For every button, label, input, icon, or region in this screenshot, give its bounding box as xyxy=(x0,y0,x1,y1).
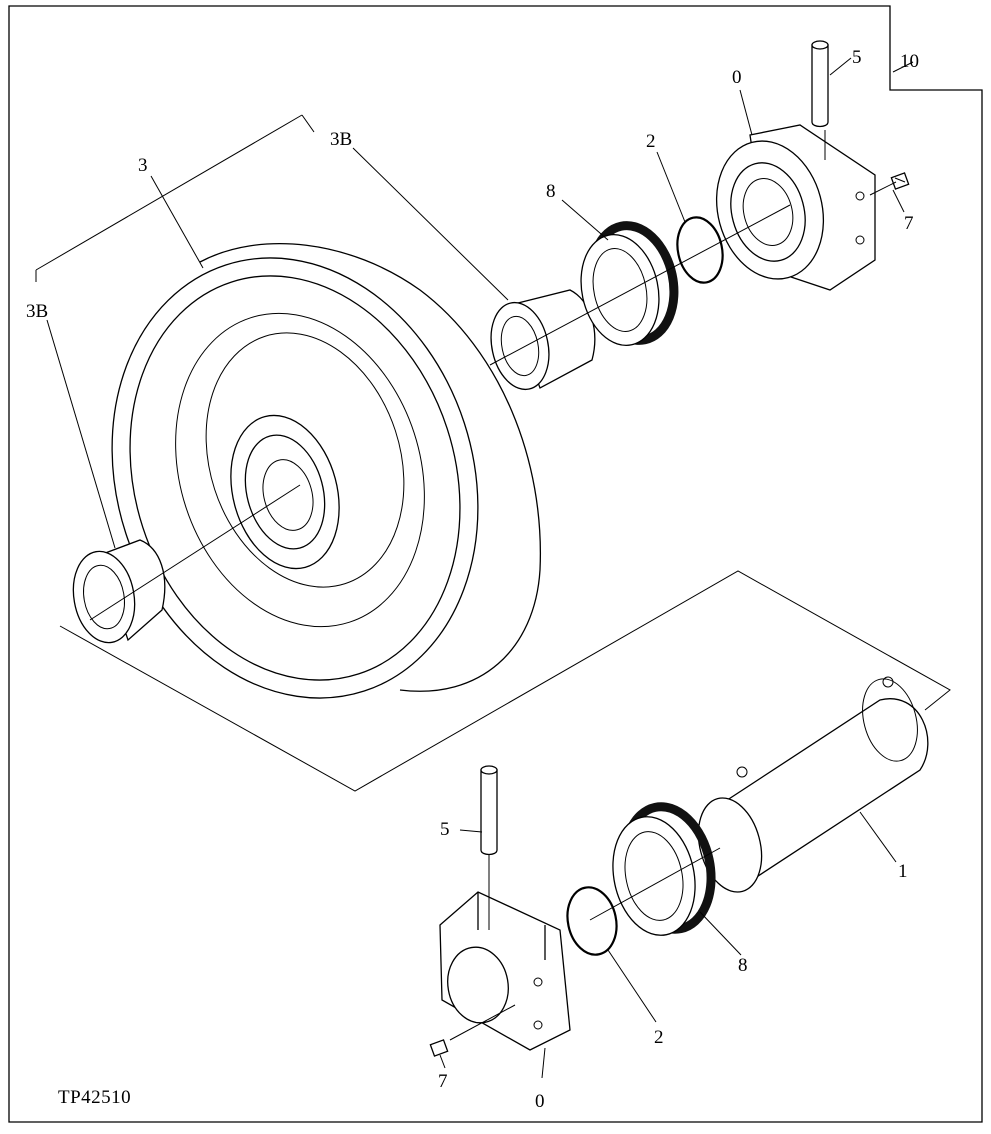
set-screw-lower xyxy=(429,1039,449,1057)
pin-lower xyxy=(480,765,498,856)
frame-border xyxy=(8,5,983,1123)
bracket-block-upper xyxy=(715,124,876,291)
assembly-outline xyxy=(59,570,951,792)
callout-7-upper: 7 xyxy=(904,213,914,234)
callout-0-upper: 0 xyxy=(732,67,742,88)
figure-id: TP42510 xyxy=(58,1087,132,1108)
callout-8-upper: 8 xyxy=(546,181,556,202)
callout-10: 10 xyxy=(900,51,919,72)
pin-upper xyxy=(811,40,829,128)
bracket-3b xyxy=(35,114,315,282)
callout-5-lower: 5 xyxy=(440,819,450,840)
o-ring-upper xyxy=(676,216,724,284)
assembly-axis-lines xyxy=(89,130,897,1041)
o-ring-lower xyxy=(566,886,618,956)
leader-lines xyxy=(46,57,914,1079)
callout-2-upper: 2 xyxy=(646,131,656,152)
shaft xyxy=(697,676,929,893)
callout-8-lower: 8 xyxy=(738,955,748,976)
bushing-left xyxy=(72,539,166,644)
callout-1: 1 xyxy=(898,861,908,882)
bushing-right xyxy=(490,289,596,391)
callout-3: 3 xyxy=(138,155,148,176)
callout-0-lower: 0 xyxy=(535,1091,545,1112)
seal-upper xyxy=(580,221,679,346)
bracket-block-lower xyxy=(439,891,571,1051)
callout-7-lower: 7 xyxy=(438,1071,448,1092)
set-screw-upper xyxy=(890,172,910,190)
callout-2-lower: 2 xyxy=(654,1027,664,1048)
seal-lower xyxy=(612,802,716,936)
idler-wheel xyxy=(111,242,542,699)
callout-3b-upper: 3B xyxy=(330,129,353,150)
callout-5-upper: 5 xyxy=(852,47,862,68)
callout-3b-left: 3B xyxy=(26,301,49,322)
